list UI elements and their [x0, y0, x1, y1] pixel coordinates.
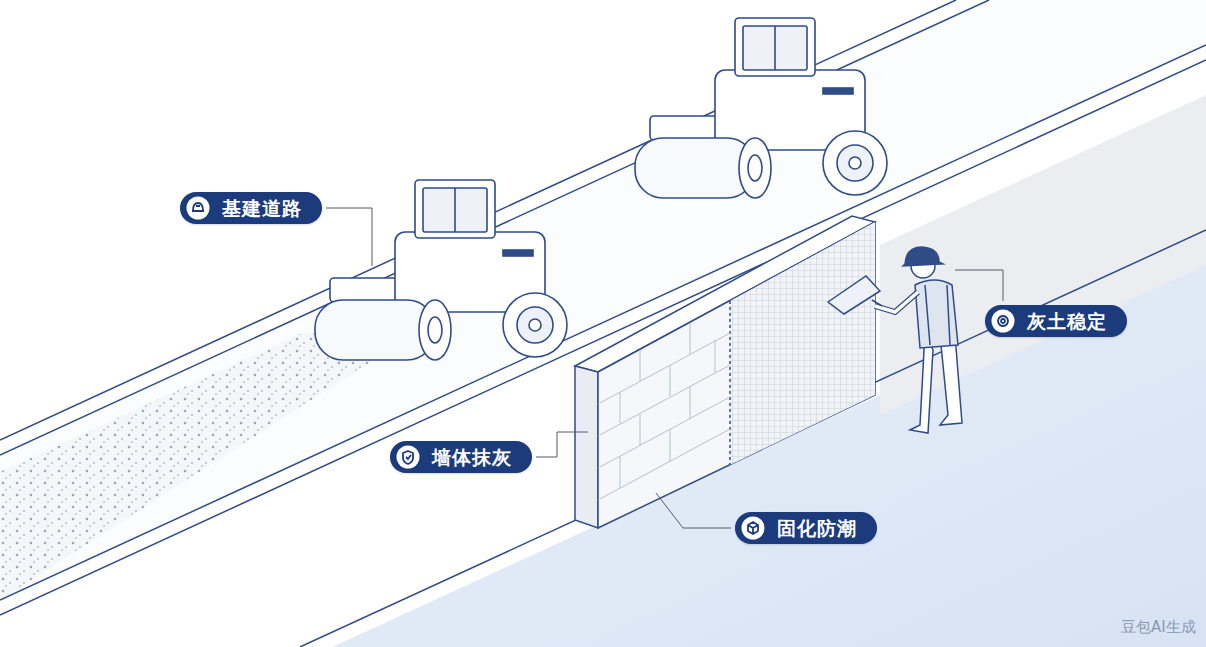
pill-icon — [186, 196, 210, 220]
label-pill: 固化防潮 — [735, 512, 877, 544]
pill-icon — [991, 309, 1015, 333]
road-surface — [0, 0, 1206, 600]
label-pill: 灰土稳定 — [985, 305, 1127, 337]
pill-icon — [741, 516, 765, 540]
leader-lines — [326, 208, 1003, 528]
road-roller — [315, 180, 567, 360]
watermark: 豆包AI生成 — [1121, 618, 1196, 637]
label-pill: 墙体抹灰 — [390, 441, 532, 473]
pill-label: 灰土稳定 — [1027, 305, 1107, 337]
road-roller — [635, 18, 887, 198]
gravel-base — [0, 330, 420, 600]
pill-label: 墙体抹灰 — [432, 441, 512, 473]
pill-label: 固化防潮 — [777, 512, 857, 544]
label-pill: 基建道路 — [180, 192, 322, 224]
pill-icon — [396, 445, 420, 469]
pill-label: 基建道路 — [222, 192, 302, 224]
worker — [828, 247, 962, 433]
brick-lines — [598, 323, 730, 500]
plastered-wall — [575, 216, 875, 528]
